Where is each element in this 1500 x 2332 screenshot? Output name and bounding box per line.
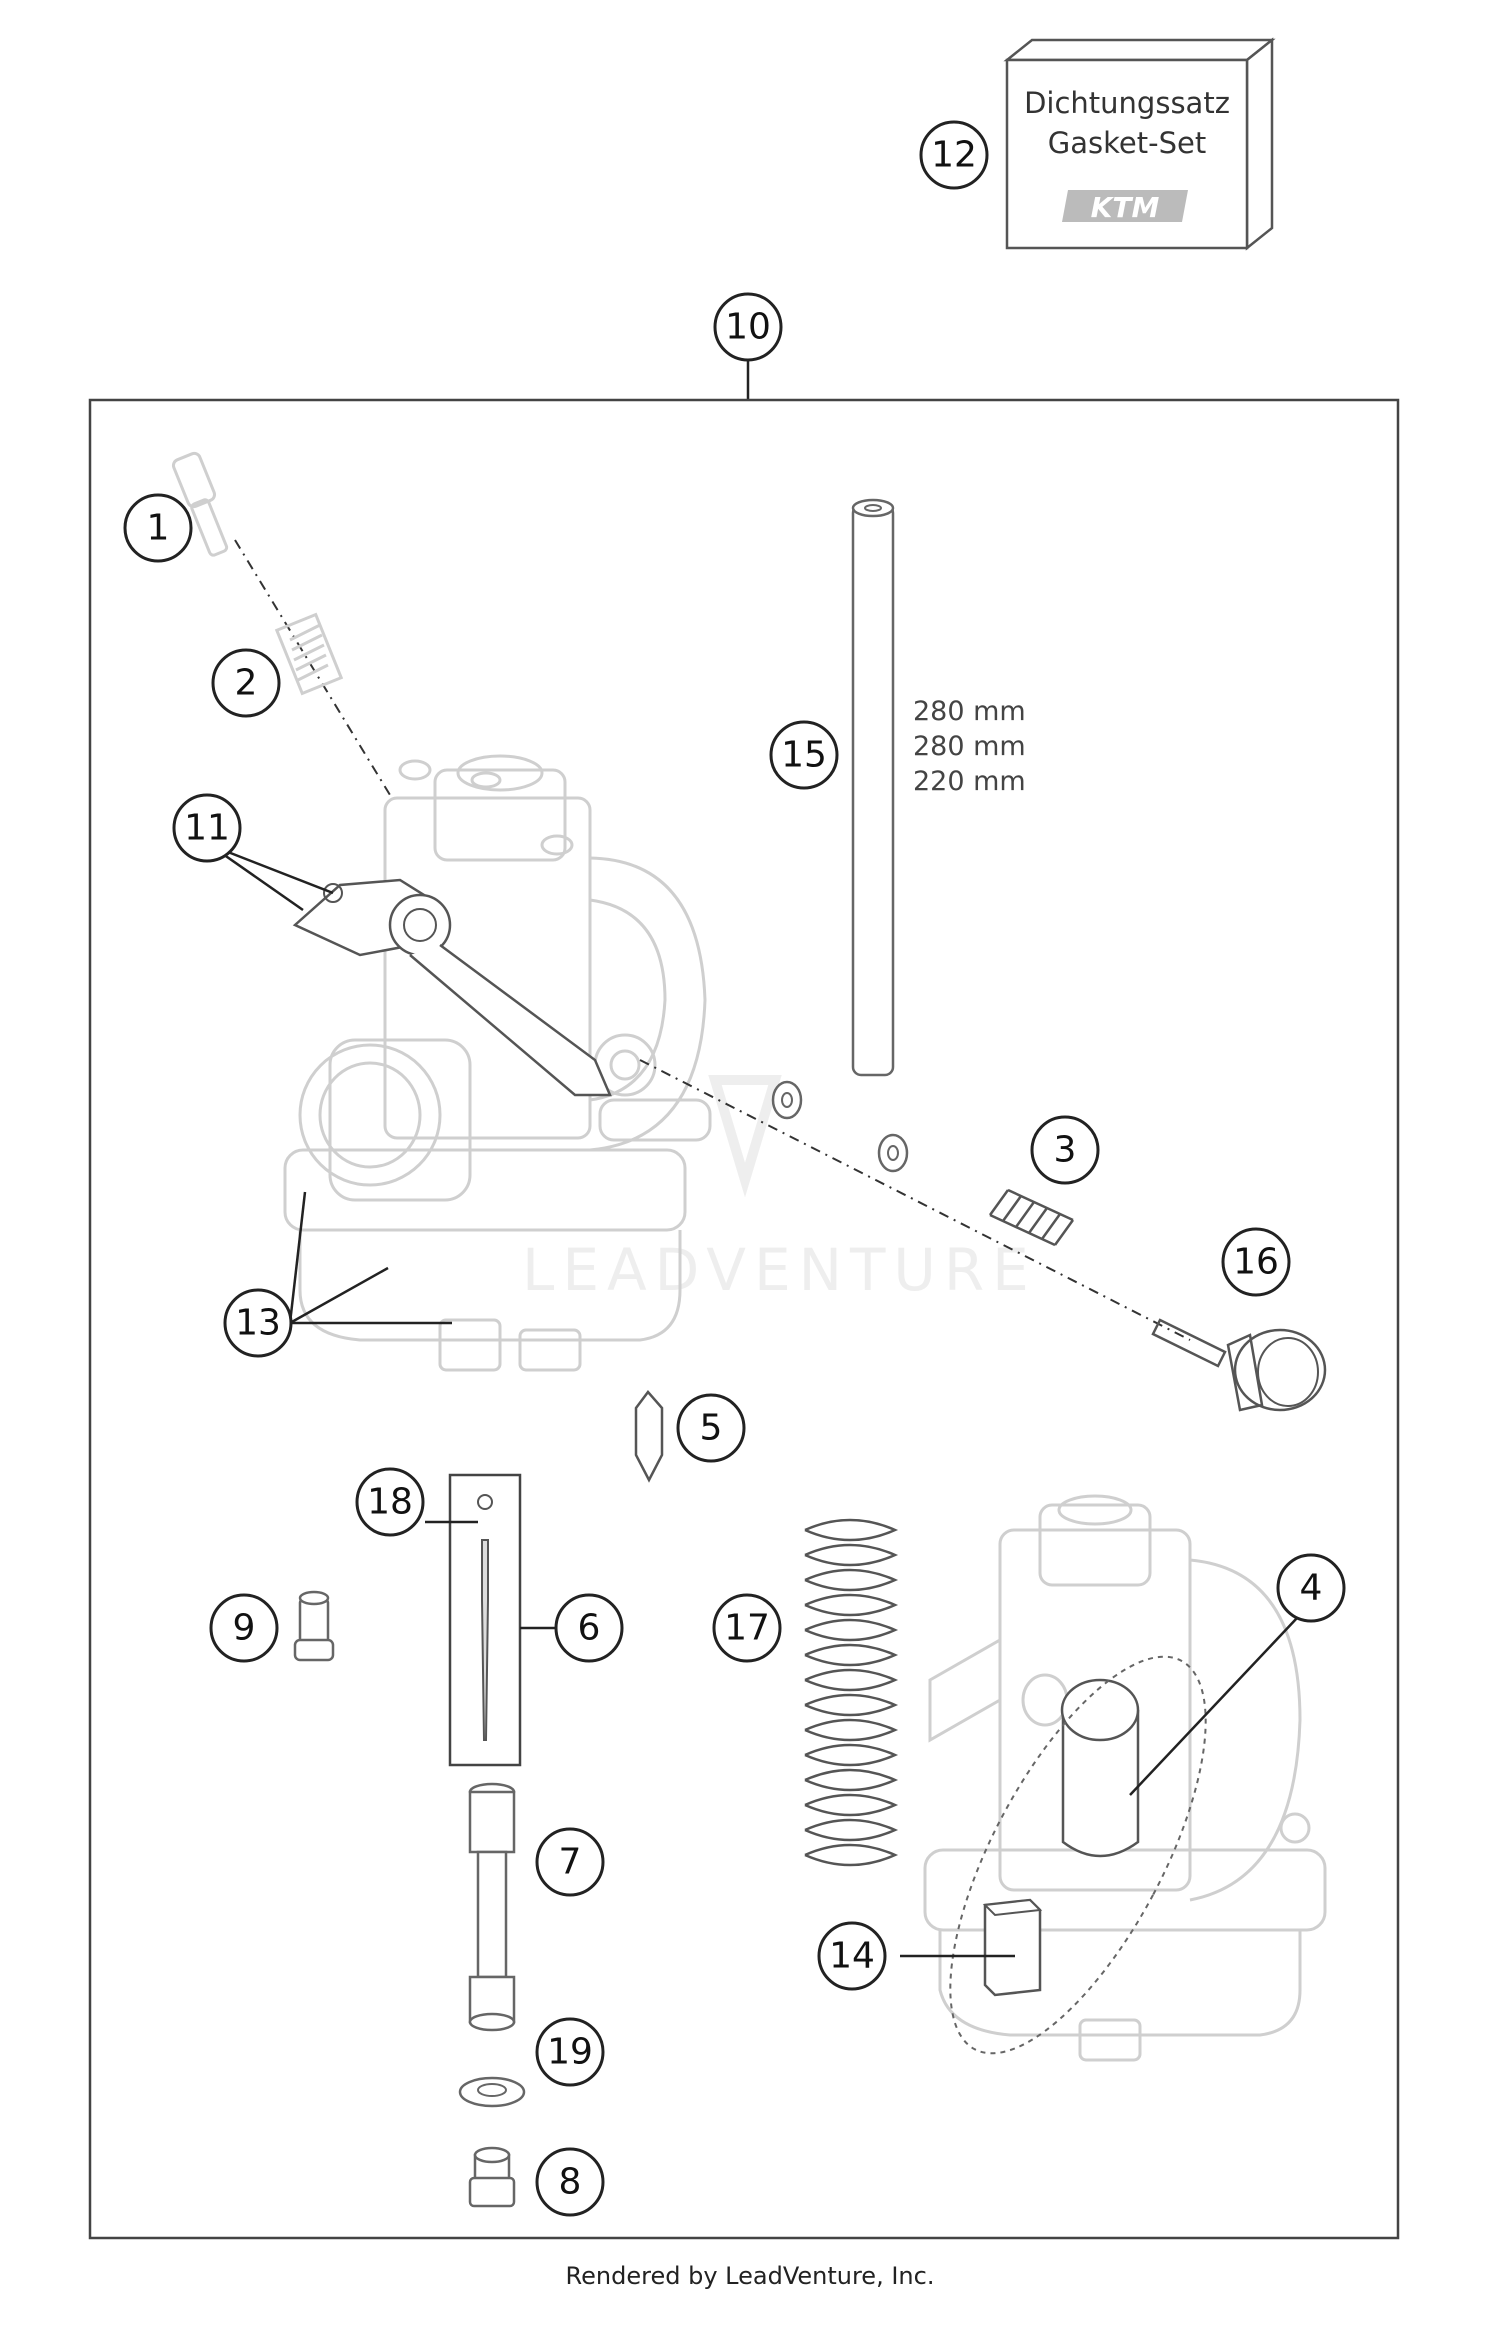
callout-14[interactable]: 14 xyxy=(817,1921,887,1991)
ktm-logo: KTM xyxy=(1062,190,1188,224)
watermark: LEADVENTURE xyxy=(522,1075,1037,1304)
callout-9[interactable]: 9 xyxy=(209,1593,279,1663)
gasket-box-line1: Dichtungssatz xyxy=(1024,86,1230,120)
svg-text:9: 9 xyxy=(233,1608,256,1649)
callout-6[interactable]: 6 xyxy=(554,1593,624,1663)
part-15-tube[interactable] xyxy=(851,498,895,1077)
part-4-outline xyxy=(949,1655,1207,2055)
part-16-idle-screw[interactable] xyxy=(1151,1318,1327,1412)
callout-5[interactable]: 5 xyxy=(676,1393,746,1463)
dimension-1: 280 mm xyxy=(913,696,1026,727)
svg-text:14: 14 xyxy=(829,1936,875,1977)
svg-text:4: 4 xyxy=(1300,1568,1323,1609)
axis-screw-1 xyxy=(234,539,391,796)
part-5-float-needle[interactable] xyxy=(634,1390,664,1483)
callout-7[interactable]: 7 xyxy=(535,1827,605,1897)
svg-text:13: 13 xyxy=(235,1303,281,1344)
watermark-text: LEADVENTURE xyxy=(522,1236,1037,1304)
ktm-logo-text: KTM xyxy=(1091,191,1160,224)
callout-8[interactable]: 8 xyxy=(535,2147,605,2217)
gasket-box-line2: Gasket-Set xyxy=(1048,126,1206,160)
callout-11[interactable]: 11 xyxy=(172,793,242,863)
callout-1[interactable]: 1 xyxy=(123,493,193,563)
footer-credit: Rendered by LeadVenture, Inc. xyxy=(565,2262,935,2290)
callout-10[interactable]: 10 xyxy=(713,292,783,362)
part-1-screw[interactable] xyxy=(171,451,229,557)
callout-2[interactable]: 2 xyxy=(211,648,281,718)
part-6-jet-needle[interactable] xyxy=(448,1473,522,1767)
svg-text:8: 8 xyxy=(559,2162,582,2203)
callout-15[interactable]: 15 xyxy=(769,720,839,790)
svg-text:18: 18 xyxy=(367,1482,413,1523)
kit-frame xyxy=(88,398,1400,2240)
part-13-float-bowl-leaders xyxy=(288,1191,452,1325)
part-19-washer[interactable] xyxy=(458,2076,526,2108)
svg-text:10: 10 xyxy=(725,307,771,348)
dimension-2: 280 mm xyxy=(913,731,1026,762)
callout-18[interactable]: 18 xyxy=(355,1467,425,1537)
svg-text:7: 7 xyxy=(559,1842,582,1883)
part-4-throttle-slide[interactable] xyxy=(1060,1678,1140,1858)
callout-4[interactable]: 4 xyxy=(1276,1553,1346,1623)
svg-text:6: 6 xyxy=(578,1608,601,1649)
axis-idle-screw xyxy=(639,1059,1191,1341)
part-11-choke-lever[interactable] xyxy=(292,878,612,1097)
washer-b[interactable] xyxy=(877,1133,909,1173)
part-9-jet[interactable] xyxy=(293,1590,335,1662)
svg-text:12: 12 xyxy=(931,135,977,176)
svg-text:5: 5 xyxy=(700,1408,723,1449)
part-17-slide-spring[interactable] xyxy=(804,1518,899,1867)
carburetor-body-upper xyxy=(283,754,712,1372)
svg-text:16: 16 xyxy=(1233,1242,1279,1283)
callout-12[interactable]: 12 xyxy=(919,120,989,190)
svg-text:3: 3 xyxy=(1054,1130,1077,1171)
callout-3[interactable]: 3 xyxy=(1030,1115,1100,1185)
washer-a[interactable] xyxy=(771,1080,803,1120)
gasket-set-box[interactable]: Dichtungssatz Gasket-Set KTM xyxy=(1003,37,1276,251)
callout-19[interactable]: 19 xyxy=(535,2017,605,2087)
svg-text:19: 19 xyxy=(547,2032,593,2073)
part-3-spring[interactable] xyxy=(988,1188,1075,1247)
dimension-3: 220 mm xyxy=(913,766,1026,797)
callout-17[interactable]: 17 xyxy=(712,1593,782,1663)
callout-13[interactable]: 13 xyxy=(223,1288,293,1358)
svg-text:11: 11 xyxy=(184,808,230,849)
callout-16[interactable]: 16 xyxy=(1221,1227,1291,1297)
part-2-spring[interactable] xyxy=(274,612,344,696)
svg-text:1: 1 xyxy=(147,508,170,549)
svg-text:2: 2 xyxy=(235,663,258,704)
svg-text:17: 17 xyxy=(724,1608,770,1649)
part-8-main-jet[interactable] xyxy=(468,2146,516,2208)
part-14-float[interactable] xyxy=(982,1898,1043,1997)
leader-4 xyxy=(1129,1617,1298,1796)
svg-text:15: 15 xyxy=(781,735,827,776)
part-7-needle-jet[interactable] xyxy=(468,1782,516,2032)
